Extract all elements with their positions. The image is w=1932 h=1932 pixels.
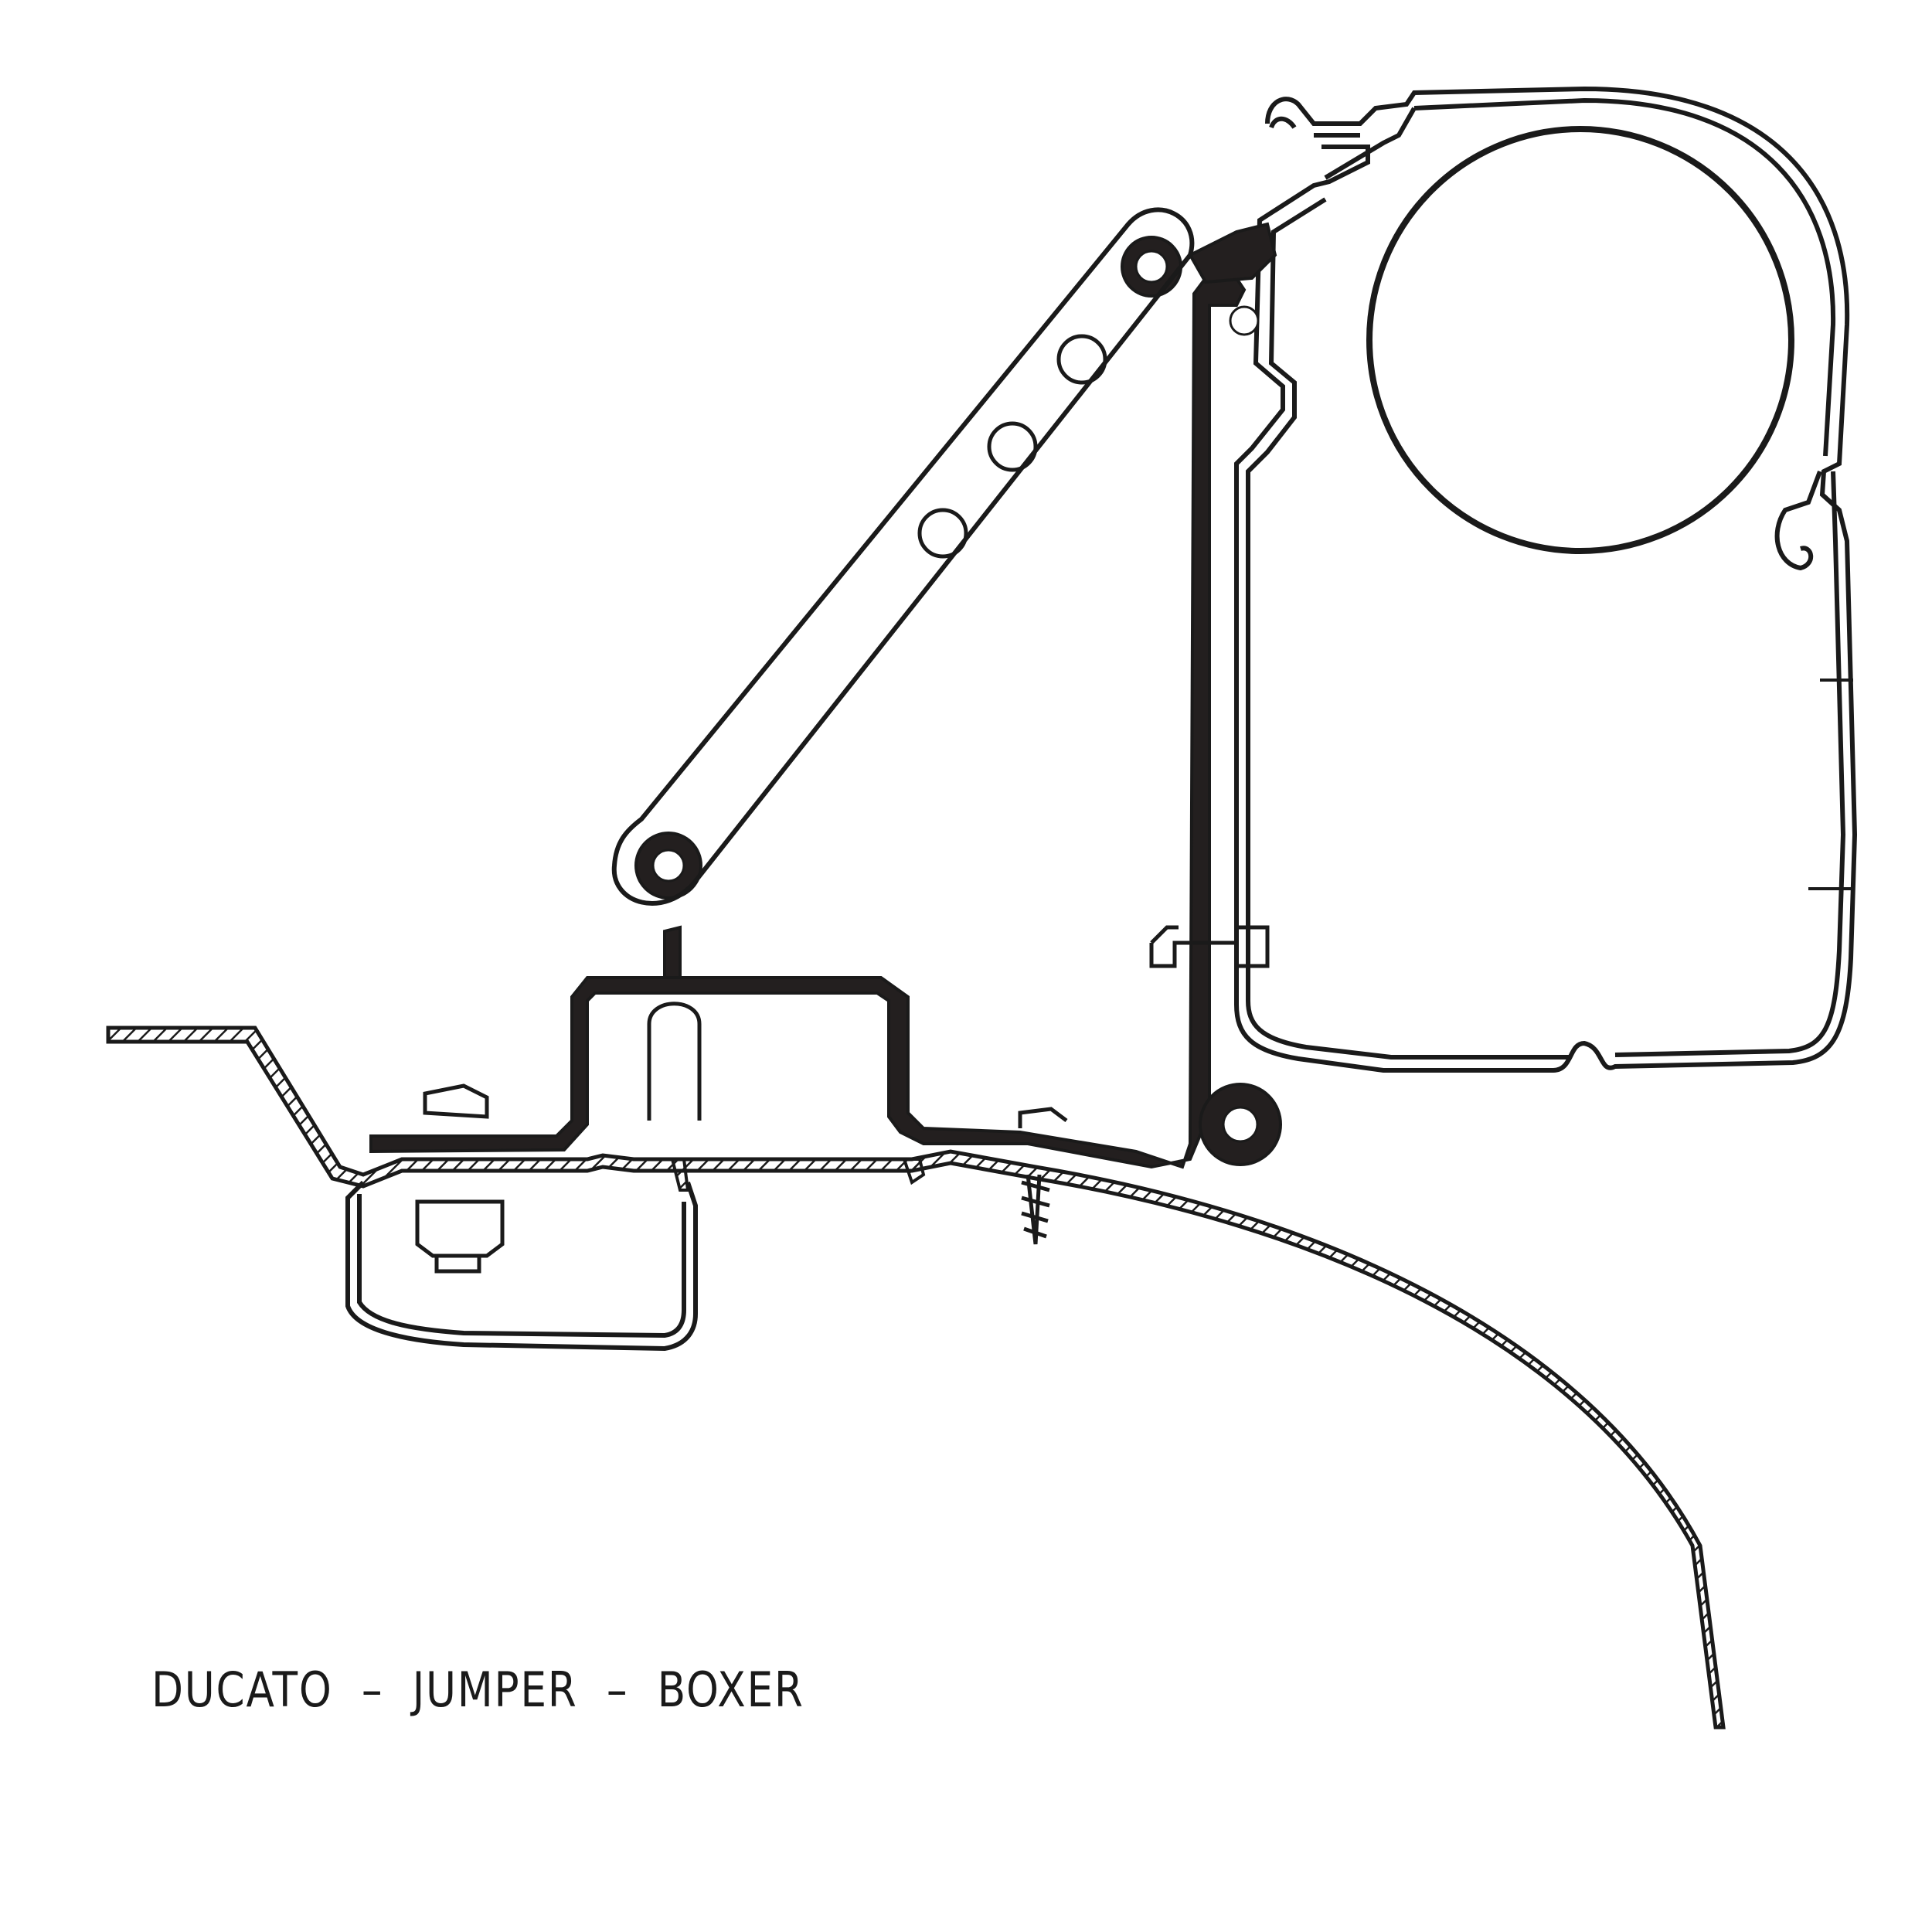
left-bolt-nut xyxy=(415,1199,505,1258)
strut-hole-2 xyxy=(987,421,1038,472)
pivot-holes xyxy=(651,250,1260,1143)
left-bolt-head xyxy=(423,1083,489,1119)
strut-hole-1 xyxy=(1056,334,1107,385)
rubber-stop xyxy=(647,1002,702,1121)
self-tapping-screw xyxy=(1018,1107,1068,1245)
left-bolt-stud xyxy=(434,1256,481,1274)
gutter-inner-lip xyxy=(670,1158,926,1192)
cassette-bolt xyxy=(1149,925,1270,968)
fasteners xyxy=(415,925,1270,1274)
awning-roller-tube xyxy=(1366,126,1794,554)
strut-hole-3 xyxy=(917,508,968,559)
roof-gutter-profile xyxy=(345,1180,698,1352)
awning-cassette xyxy=(1234,86,1858,1073)
adapter-bracket xyxy=(369,222,1282,1169)
support-strut xyxy=(611,207,1195,906)
vehicle-models-caption: DUCATO – JUMPER – BOXER xyxy=(151,1662,804,1718)
